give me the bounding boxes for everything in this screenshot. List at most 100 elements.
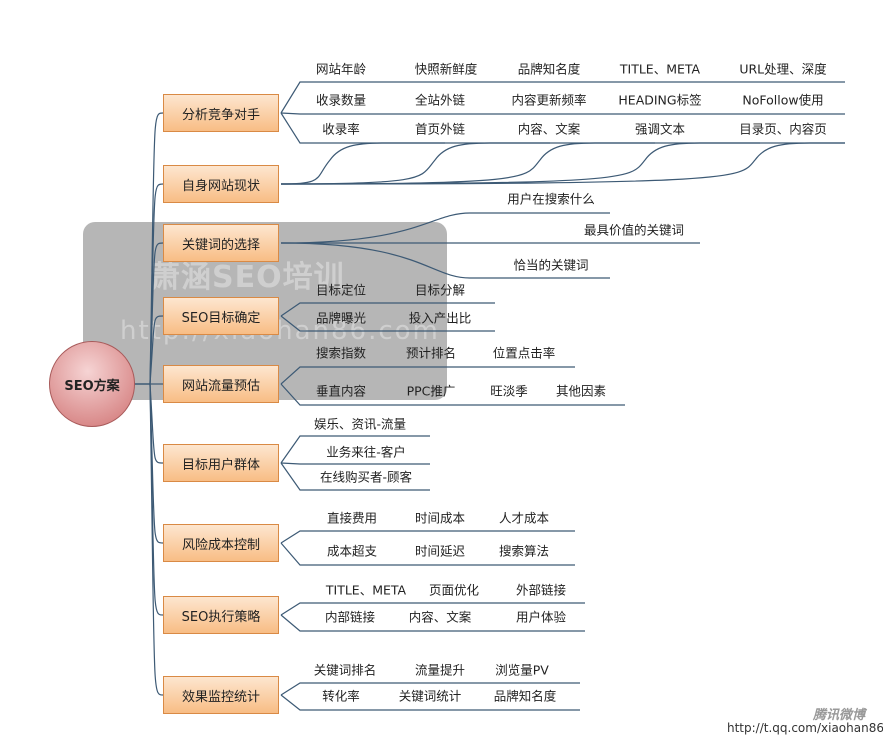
- leaf-node[interactable]: PPC推广: [406, 383, 456, 399]
- leaf-node[interactable]: 旺淡季: [490, 383, 528, 399]
- leaf-node[interactable]: TITLE、META: [325, 582, 407, 598]
- connector-line: [280, 542, 575, 566]
- leaf-node[interactable]: 强调文本: [634, 121, 686, 137]
- leaf-node[interactable]: 投入产出比: [408, 310, 472, 326]
- leaf-node[interactable]: 位置点击率: [492, 345, 556, 361]
- leaf-node[interactable]: 搜索算法: [498, 543, 550, 559]
- leaf-node[interactable]: 网站年龄: [315, 61, 367, 77]
- connector-line: [149, 242, 164, 385]
- leaf-node[interactable]: 品牌曝光: [315, 310, 367, 326]
- leaf-node[interactable]: 外部链接: [515, 582, 567, 598]
- leaf-node[interactable]: 快照新鲜度: [414, 61, 478, 77]
- leaf-node[interactable]: 恰当的关键词: [513, 257, 589, 273]
- branch-node[interactable]: 风险成本控制: [163, 524, 279, 562]
- leaf-node[interactable]: 直接费用: [326, 510, 378, 526]
- leaf-node[interactable]: 其他因素: [555, 383, 607, 399]
- leaf-node[interactable]: 页面优化: [428, 582, 480, 598]
- connector-line: [280, 682, 580, 696]
- branch-label: 分析竞争对手: [181, 107, 260, 123]
- branch-node[interactable]: SEO执行策略: [163, 596, 279, 634]
- root-node[interactable]: SEO方案: [49, 341, 135, 427]
- branch-node[interactable]: 网站流量预估: [163, 365, 279, 403]
- connector-line: [280, 530, 575, 544]
- leaf-node[interactable]: 浏览量PV: [495, 662, 549, 678]
- leaf-node[interactable]: 预计排名: [405, 345, 457, 361]
- branch-label: SEO目标确定: [181, 310, 261, 326]
- leaf-node[interactable]: 品牌知名度: [517, 61, 581, 77]
- connector-line: [280, 614, 585, 632]
- leaf-node[interactable]: 娱乐、资讯-流量: [313, 416, 407, 432]
- branch-node[interactable]: 目标用户群体: [163, 444, 279, 482]
- branch-label: 网站流量预估: [181, 378, 260, 394]
- branch-label: SEO执行策略: [181, 609, 261, 625]
- leaf-node[interactable]: 搜索指数: [315, 345, 367, 361]
- connector-line: [280, 81, 845, 114]
- leaf-node[interactable]: 关键词排名: [313, 662, 377, 678]
- leaf-node[interactable]: 目录页、内容页: [739, 121, 827, 137]
- leaf-node[interactable]: 关键词统计: [398, 688, 462, 704]
- connector-line: [280, 602, 585, 616]
- leaf-node[interactable]: 时间延迟: [414, 543, 466, 559]
- leaf-node[interactable]: 内容、文案: [408, 609, 472, 625]
- branch-node[interactable]: SEO目标确定: [163, 297, 279, 335]
- connector-line: [149, 315, 164, 385]
- leaf-node[interactable]: 在线购买者-顾客: [319, 469, 413, 485]
- leaf-node[interactable]: 流量提升: [414, 662, 466, 678]
- leaf-node[interactable]: HEADING标签: [618, 92, 702, 108]
- footer-url: http://t.qq.com/xiaohan86: [727, 721, 883, 735]
- leaf-node[interactable]: NoFollow使用: [742, 92, 824, 108]
- connector-line: [280, 315, 495, 332]
- branch-label: 关键词的选择: [181, 237, 260, 253]
- leaf-node[interactable]: 首页外链: [414, 121, 466, 137]
- connector-line: [280, 302, 495, 317]
- connector-line: [280, 694, 580, 711]
- leaf-node[interactable]: 内部链接: [324, 609, 376, 625]
- watermark-title: 萧涵SEO培训: [150, 260, 345, 295]
- connector-line: [280, 142, 445, 185]
- connector-line: [280, 142, 550, 185]
- connector-line: [280, 212, 610, 244]
- connector-line: [280, 435, 430, 464]
- leaf-node[interactable]: 用户体验: [515, 609, 567, 625]
- branch-node[interactable]: 分析竞争对手: [163, 94, 279, 132]
- leaf-node[interactable]: 收录数量: [315, 92, 367, 108]
- leaf-node[interactable]: 内容、文案: [517, 121, 581, 137]
- branch-label: 自身网站现状: [181, 178, 260, 194]
- connector-line: [149, 383, 164, 464]
- connector-line: [280, 242, 610, 279]
- connector-line: [280, 383, 625, 406]
- leaf-node[interactable]: 垂直内容: [315, 383, 367, 399]
- leaf-node[interactable]: 内容更新频率: [511, 92, 587, 108]
- connector-line: [280, 366, 575, 385]
- leaf-node[interactable]: TITLE、META: [619, 61, 701, 77]
- leaf-node[interactable]: 业务来往-客户: [326, 444, 406, 460]
- leaf-node[interactable]: 品牌知名度: [493, 688, 557, 704]
- connector-line: [280, 112, 845, 144]
- branch-node[interactable]: 关键词的选择: [163, 224, 279, 262]
- branch-label: 效果监控统计: [181, 689, 260, 705]
- branch-node[interactable]: 自身网站现状: [163, 165, 279, 203]
- leaf-node[interactable]: 成本超支: [326, 543, 378, 559]
- leaf-node[interactable]: 收录率: [322, 121, 360, 137]
- connector-line: [149, 383, 164, 696]
- branch-node[interactable]: 效果监控统计: [163, 676, 279, 714]
- connector-line: [280, 112, 845, 115]
- leaf-node[interactable]: 全站外链: [414, 92, 466, 108]
- branch-label: 风险成本控制: [181, 537, 260, 553]
- leaf-node[interactable]: 最具价值的关键词: [583, 222, 685, 238]
- connector-line: [280, 142, 845, 185]
- leaf-node[interactable]: 目标分解: [414, 282, 466, 298]
- leaf-node[interactable]: 时间成本: [414, 510, 466, 526]
- leaf-node[interactable]: 目标定位: [315, 282, 367, 298]
- connector-line: [280, 462, 430, 491]
- connector-line: [280, 462, 430, 465]
- branch-label: 目标用户群体: [181, 457, 260, 473]
- footer-brand: 腾讯微博: [813, 708, 866, 723]
- leaf-node[interactable]: 人才成本: [498, 510, 550, 526]
- leaf-node[interactable]: 用户在搜索什么: [507, 191, 595, 207]
- root-label: SEO方案: [64, 378, 120, 394]
- leaf-node[interactable]: URL处理、深度: [739, 61, 827, 77]
- leaf-node[interactable]: 转化率: [322, 688, 360, 704]
